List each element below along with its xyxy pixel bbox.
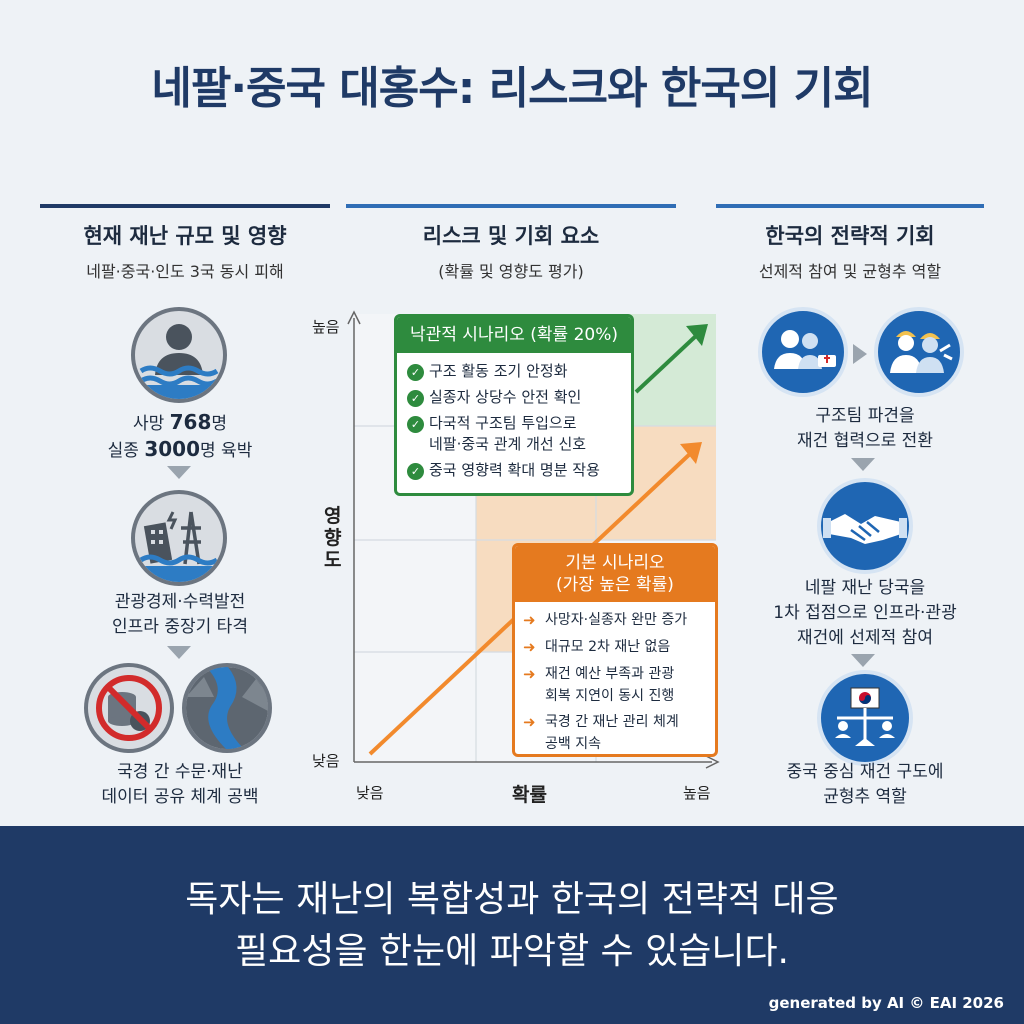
- base-scenario-list: ➜사망자·실종자 완만 증가 ➜대규모 2차 재난 없음 ➜재건 예산 부족과 …: [515, 602, 715, 754]
- x-axis-arrow-icon: [705, 755, 720, 769]
- death-count-line: 사망 768명: [60, 410, 300, 437]
- list-item: ➜사망자·실종자 완만 증가: [523, 611, 688, 629]
- arrow-right-icon: ➜: [523, 713, 536, 731]
- arrow-right-icon: ➜: [523, 638, 536, 656]
- flow-arrow-down-icon: [167, 466, 191, 479]
- economy-impact-line1: 관광경제·수력발전: [114, 592, 246, 612]
- x-axis-low-label: 낮음: [356, 784, 384, 802]
- optimistic-scenario-title: 낙관적 시나리오 (확률 20%): [397, 317, 631, 353]
- rescue-team-icon: [758, 307, 848, 397]
- no-data-sharing-icon: [84, 663, 174, 753]
- data-gap-caption: 국경 간 수문·재난 데이터 공유 체계 공백: [60, 760, 300, 810]
- death-unit: 명: [211, 414, 228, 434]
- rescue-to-reconstruction-caption: 구조팀 파견을 재건 협력으로 전환: [740, 404, 990, 454]
- list-item: 공백 지속: [545, 736, 601, 752]
- rescue-caption-line1: 구조팀 파견을: [815, 406, 915, 426]
- engagement-caption-line3: 재건에 선제적 참여: [797, 628, 933, 648]
- list-item: ➜대규모 2차 재난 없음: [523, 638, 671, 656]
- flow-arrow-down-icon-2: [167, 646, 191, 659]
- middle-heading: 리스크 및 기회 요소: [422, 224, 600, 248]
- missing-unit: 명 육박: [200, 441, 253, 461]
- page-title: 네팔·중국 대홍수: 리스크와 한국의 기회: [151, 63, 873, 114]
- left-column-header: 현재 재난 규모 및 영향 네팔·중국·인도 3국 동시 피해: [40, 204, 330, 282]
- footer-message: 독자는 재난의 복합성과 한국의 전략적 대응 필요성을 한눈에 파악할 수 있…: [0, 874, 1024, 978]
- optimistic-scenario-box: 낙관적 시나리오 (확률 20%) ✓구조 활동 조기 안정화 ✓실종자 상당수…: [394, 314, 634, 496]
- base-scenario-title-line1: 기본 시나리오: [565, 553, 665, 573]
- base-scenario-title-line2: (가장 높은 확률): [556, 575, 674, 595]
- y-axis-high-label: 높음: [312, 318, 340, 336]
- missing-count-line: 실종 3000명 육박: [60, 437, 300, 464]
- balance-caption-line1: 중국 중심 재건 구도에: [786, 762, 944, 782]
- death-label: 사망: [132, 414, 170, 434]
- engagement-caption-line2: 1차 접점으로 인프라·관광: [773, 603, 957, 623]
- check-icon: ✓: [407, 463, 424, 480]
- right-heading: 한국의 전략적 기회: [765, 224, 935, 248]
- flow-arrow-down-icon-3: [851, 458, 875, 471]
- base-trend-arrowhead-icon: [680, 442, 702, 464]
- y-axis-arrow-icon: [347, 310, 361, 325]
- death-number: 768: [169, 410, 212, 434]
- reconstruction-workers-icon: [874, 307, 964, 397]
- optimistic-trend-arrow: [634, 332, 700, 394]
- left-subheading: 네팔·중국·인도 3국 동시 피해: [86, 262, 284, 281]
- list-item: ➜재건 예산 부족과 관광: [523, 665, 675, 683]
- left-heading: 현재 재난 규모 및 영향: [83, 224, 287, 248]
- engagement-caption-line1: 네팔 재난 당국을: [804, 578, 926, 598]
- casualty-caption: 사망 768명 실종 3000명 육박: [60, 410, 300, 464]
- optimistic-scenario-list: ✓구조 활동 조기 안정화 ✓실종자 상당수 안전 확인 ✓다국적 구조팀 투입…: [397, 353, 631, 492]
- list-item: ✓실종자 상당수 안전 확인: [407, 387, 621, 408]
- korea-balance-icon: [817, 670, 913, 766]
- flow-arrow-down-icon-4: [851, 654, 875, 667]
- list-item: ➜국경 간 재난 관리 체계: [523, 713, 679, 731]
- x-axis-title: 확률: [512, 784, 547, 806]
- middle-subheading: (확률 및 영향도 평가): [438, 262, 584, 281]
- transition-arrow-icon: [853, 344, 867, 364]
- arrow-right-icon: ➜: [523, 611, 536, 629]
- list-item: ✓중국 영향력 확대 명분 작용: [407, 460, 621, 481]
- rescue-caption-line2: 재건 협력으로 전환: [797, 431, 933, 451]
- middle-header-bar: [346, 204, 676, 208]
- data-gap-line2: 데이터 공유 체계 공백: [101, 787, 259, 807]
- river-valley-icon: [182, 663, 272, 753]
- balance-caption-line2: 균형추 역할: [823, 787, 907, 807]
- x-axis-high-label: 높음: [683, 784, 711, 802]
- y-axis-low-label: 낮음: [312, 752, 340, 770]
- data-gap-line1: 국경 간 수문·재난: [117, 762, 243, 782]
- right-column-header: 한국의 전략적 기회 선제적 참여 및 균형추 역할: [716, 204, 984, 282]
- base-scenario-box: 기본 시나리오 (가장 높은 확률) ➜사망자·실종자 완만 증가 ➜대규모 2…: [512, 543, 718, 757]
- footer-message-line1: 독자는 재난의 복합성과 한국의 전략적 대응: [185, 879, 839, 920]
- credit-text: generated by AI © EAI 2026: [768, 994, 1004, 1012]
- check-icon: ✓: [407, 416, 424, 433]
- left-header-bar: [40, 204, 330, 208]
- list-item: 회복 지연이 동시 진행: [545, 688, 675, 704]
- missing-label: 실종: [107, 441, 145, 461]
- arrow-right-icon: ➜: [523, 665, 536, 683]
- middle-column-header: 리스크 및 기회 요소 (확률 및 영향도 평가): [346, 204, 676, 282]
- missing-number: 3000: [144, 437, 201, 461]
- handshake-icon: [817, 478, 913, 574]
- list-item: ✓구조 활동 조기 안정화: [407, 361, 621, 382]
- right-header-bar: [716, 204, 984, 208]
- economy-impact-caption: 관광경제·수력발전 인프라 중장기 타격: [60, 590, 300, 640]
- right-subheading: 선제적 참여 및 균형추 역할: [758, 262, 942, 281]
- footer-banner: 독자는 재난의 복합성과 한국의 전략적 대응 필요성을 한눈에 파악할 수 있…: [0, 826, 1024, 1024]
- nepal-engagement-caption: 네팔 재난 당국을 1차 접점으로 인프라·관광 재건에 선제적 참여: [730, 576, 1000, 651]
- check-icon: ✓: [407, 364, 424, 381]
- base-scenario-title: 기본 시나리오 (가장 높은 확률): [515, 546, 715, 602]
- flood-victim-icon: [131, 307, 227, 403]
- check-icon: ✓: [407, 390, 424, 407]
- footer-message-line2: 필요성을 한눈에 파악할 수 있습니다.: [234, 931, 790, 972]
- damaged-infrastructure-icon: [131, 490, 227, 586]
- list-item: 네팔·중국 관계 개선 신호: [429, 435, 587, 453]
- economy-impact-line2: 인프라 중장기 타격: [112, 617, 248, 637]
- optimistic-trend-arrowhead-icon: [686, 324, 708, 346]
- y-axis-title: 영향도: [324, 505, 342, 571]
- balance-role-caption: 중국 중심 재건 구도에 균형추 역할: [740, 760, 990, 810]
- list-item: ✓다국적 구조팀 투입으로: [407, 413, 621, 434]
